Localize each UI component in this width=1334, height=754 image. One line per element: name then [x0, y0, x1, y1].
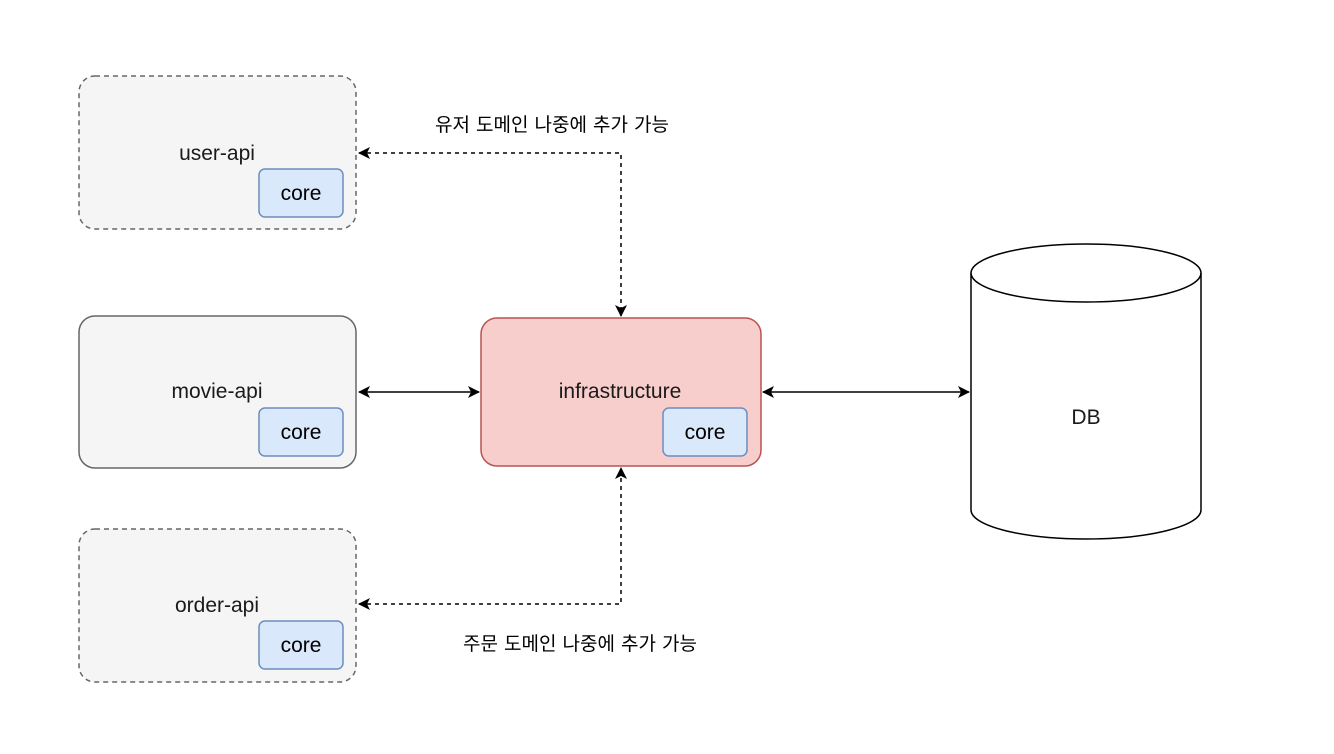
movie-api-label: movie-api	[171, 380, 262, 403]
order-domain-annotation: 주문 도메인 나중에 추가 가능	[463, 633, 697, 655]
user-domain-annotation: 유저 도메인 나중에 추가 가능	[435, 114, 669, 136]
infrastructure-label: infrastructure	[559, 380, 682, 403]
core-box	[258, 168, 344, 218]
core-label: core	[281, 182, 322, 205]
order-api-core[interactable]: core	[258, 620, 344, 670]
core-box	[258, 620, 344, 670]
core-box	[258, 407, 344, 457]
user-api-label: user-api	[179, 142, 255, 165]
user-api-node[interactable]: user-api core	[78, 75, 357, 230]
core-label: core	[281, 421, 322, 444]
core-label: core	[281, 634, 322, 657]
core-label: core	[685, 421, 726, 444]
db-cylinder-top	[970, 243, 1202, 303]
order-infra-dashed-connector[interactable]	[358, 467, 627, 610]
order-api-node[interactable]: order-api core	[78, 528, 357, 683]
movie-api-node[interactable]: movie-api core	[78, 315, 357, 469]
infrastructure-core[interactable]: core	[662, 407, 748, 457]
user-api-core[interactable]: core	[258, 168, 344, 218]
movie-api-core[interactable]: core	[258, 407, 344, 457]
db-node[interactable]: DB	[970, 243, 1202, 540]
infrastructure-node[interactable]: infrastructure core	[480, 317, 762, 467]
user-infra-dashed-connector[interactable]	[358, 147, 627, 317]
core-box	[662, 407, 748, 457]
order-api-label: order-api	[175, 594, 259, 617]
db-cylinder-body	[970, 273, 1202, 540]
db-label: DB	[1071, 406, 1100, 429]
